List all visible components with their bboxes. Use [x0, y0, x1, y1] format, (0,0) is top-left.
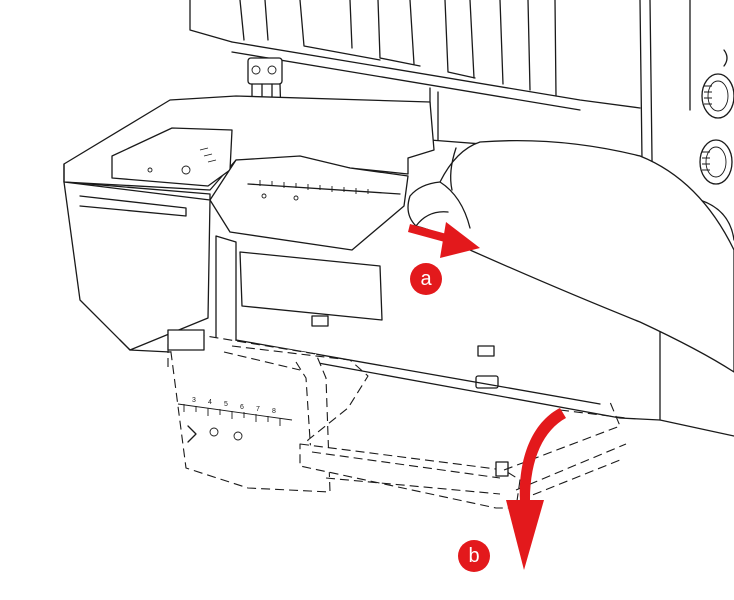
arrow-b-curve [519, 408, 566, 500]
callout-b-label: b [468, 545, 479, 567]
cover-scale-label-3: 6 [240, 404, 244, 411]
cover-scale-label-0: 3 [192, 397, 196, 404]
looper-cover-dashed: 3 4 5 6 7 8 [167, 329, 627, 509]
hand-illustration [407, 139, 734, 373]
machine-upper-body [189, 0, 734, 437]
callout-b: b [458, 540, 490, 572]
cover-scale-label-4: 7 [256, 406, 260, 413]
tension-dial-lower [699, 139, 733, 185]
bed-scale-ticks [259, 180, 369, 194]
curved-arrow-down-icon [506, 408, 566, 570]
cover-scale-label-5: 8 [272, 408, 276, 415]
callout-a: a [410, 263, 442, 295]
arrow-a-shaft [408, 224, 454, 244]
cover-scale-label-1: 4 [208, 399, 212, 406]
callout-a-label: a [420, 268, 432, 290]
callout-b-badge [458, 540, 490, 572]
cover-scale-labels: 3 4 5 6 7 8 [192, 397, 276, 415]
callout-a-badge [410, 263, 442, 295]
cover-scale-label-2: 5 [224, 401, 228, 408]
machine-bed [63, 95, 661, 421]
cover-scale-ticks [183, 404, 281, 426]
arrow-b-head [506, 500, 544, 570]
arrow-right-icon [408, 222, 480, 258]
tension-dial-upper [701, 73, 734, 119]
arrow-a-head [440, 222, 480, 258]
